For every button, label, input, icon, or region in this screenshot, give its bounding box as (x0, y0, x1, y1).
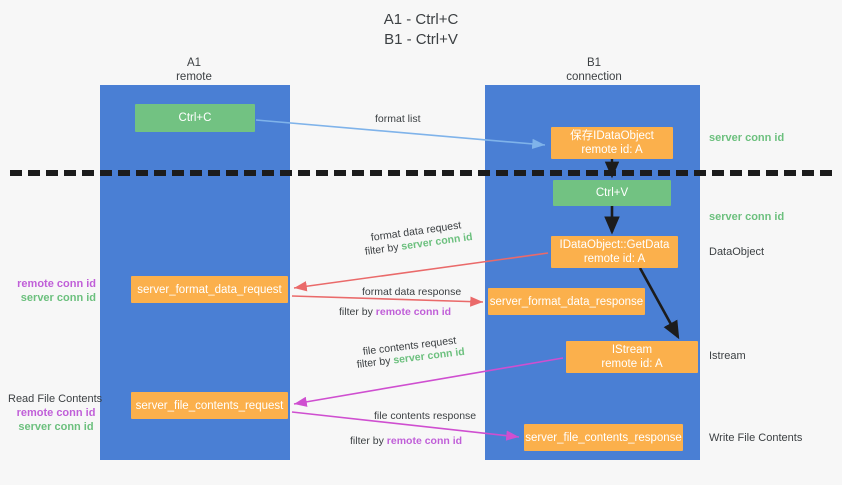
annotation-server-conn-id: server conn id (18, 421, 94, 433)
annotation-read-file-contents: Read File Contents (8, 393, 103, 405)
filter-prefix: filter by (350, 435, 387, 447)
node-server-format-data-response-label: server_format_data_response (489, 295, 644, 308)
annotation-remote-conn-id: remote conn id (17, 278, 96, 290)
lane-header-a1: A1 remote (104, 56, 284, 84)
node-save-idataobject-line1: 保存IDataObject (570, 130, 654, 142)
arrow-label-format-data-response: format data response (362, 286, 462, 298)
node-server-file-contents-response[interactable]: server_file_contents_response (524, 424, 683, 451)
arrow-label-format-data-response-filter: filter by remote conn id (339, 305, 451, 319)
arrow-label-file-contents-response: file contents response (374, 410, 477, 422)
node-istream-line2: remote id: A (601, 358, 663, 370)
title-line-2: B1 - Ctrl+V (384, 31, 458, 48)
lane-header-b1: B1 connection (504, 56, 684, 84)
node-server-format-data-request[interactable]: server_format_data_request (131, 276, 288, 303)
title-line-1: A1 - Ctrl+C (383, 11, 459, 28)
node-save-idataobject-line2: remote id: A (581, 144, 643, 156)
node-server-format-data-response[interactable]: server_format_data_response (488, 288, 645, 315)
phase-divider (10, 170, 832, 176)
node-server-file-contents-request[interactable]: server_file_contents_request (131, 392, 288, 419)
node-istream-line1: IStream (611, 344, 653, 356)
node-save-idataobject[interactable]: 保存IDataObject remote id: A (551, 127, 673, 159)
filter-prefix: filter by (364, 240, 403, 258)
annotation-read-file-contents-group: Read File Contents remote conn id server… (8, 392, 104, 434)
annotation-server-conn-id-mid: server conn id (709, 211, 785, 223)
node-idataobject-getdata[interactable]: IDataObject::GetData remote id: A (551, 236, 678, 268)
node-ctrl-v[interactable]: Ctrl+V (553, 180, 671, 206)
node-server-format-data-request-label: server_format_data_request (137, 283, 282, 296)
page-title: A1 - Ctrl+C B1 - Ctrl+V (0, 10, 842, 50)
annotation-istream: Istream (709, 350, 746, 362)
arrow-label-file-contents-response-filter: filter by remote conn id (350, 434, 462, 448)
node-ctrl-v-label: Ctrl+V (595, 187, 629, 199)
annotation-server-conn-id: server conn id (20, 292, 96, 304)
annotation-dataobject: DataObject (709, 246, 765, 258)
node-istream[interactable]: IStream remote id: A (566, 341, 698, 373)
filter-key-remote-conn-id: remote conn id (386, 435, 463, 447)
filter-key-remote-conn-id: remote conn id (375, 306, 452, 318)
filter-prefix: filter by (356, 354, 395, 371)
node-server-file-contents-request-label: server_file_contents_request (135, 399, 284, 412)
lane-header-a1-sub: remote (176, 71, 212, 83)
node-ctrl-c-label: Ctrl+C (178, 112, 212, 124)
lane-header-b1-name: B1 (586, 57, 602, 69)
node-getdata-line1: IDataObject::GetData (559, 239, 670, 251)
node-ctrl-c[interactable]: Ctrl+C (135, 104, 255, 132)
lane-header-a1-name: A1 (186, 57, 202, 69)
node-getdata-line2: remote id: A (583, 253, 646, 265)
filter-prefix: filter by (339, 306, 376, 318)
annotation-format-conn-ids: remote conn id server conn id (8, 277, 96, 305)
annotation-remote-conn-id: remote conn id (16, 407, 96, 419)
arrow-label-format-list: format list (375, 113, 421, 125)
annotation-write-file-contents: Write File Contents (709, 432, 803, 444)
node-server-file-contents-response-label: server_file_contents_response (525, 431, 682, 444)
lane-header-b1-sub: connection (566, 71, 622, 83)
annotation-server-conn-id-top: server conn id (709, 132, 785, 144)
